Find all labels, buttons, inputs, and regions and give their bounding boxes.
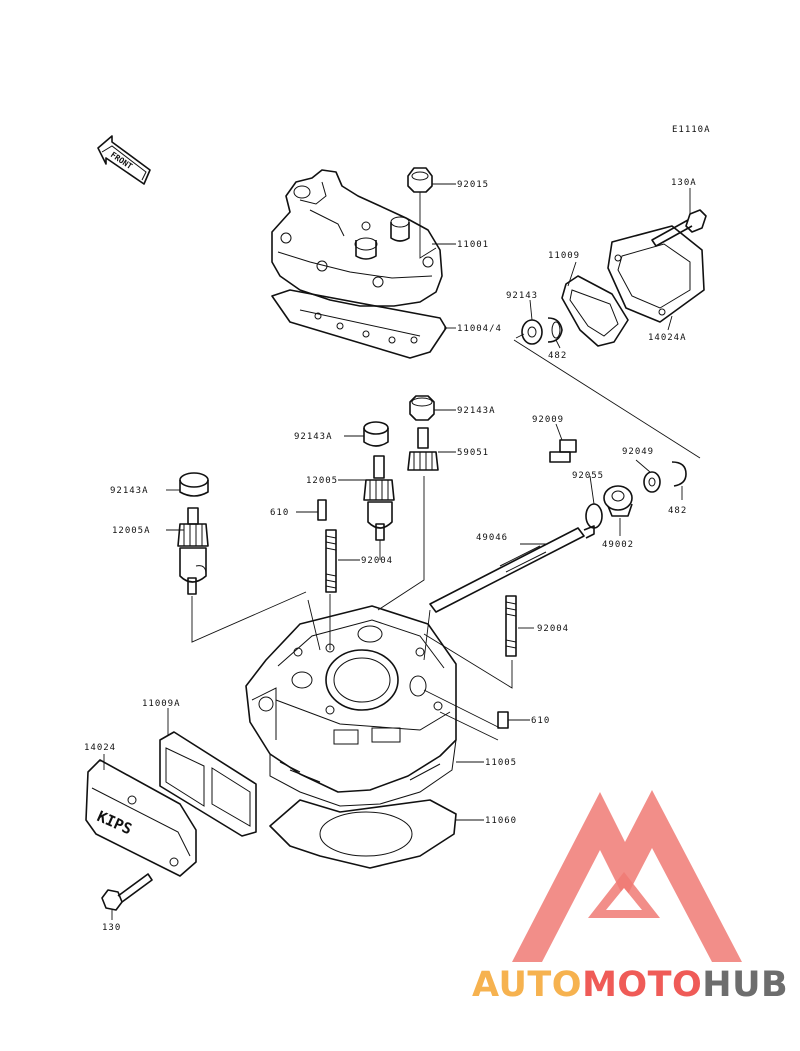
nut-92143A-part — [409, 395, 435, 421]
watermark-hub: HUB — [702, 965, 788, 1005]
valve-cover-part — [607, 225, 705, 323]
kips-cover-text: KIPS — [94, 807, 134, 838]
label-92143A-left: 92143A — [110, 486, 149, 496]
label-92055: 92055 — [572, 471, 604, 481]
fitting-part — [603, 485, 633, 517]
front-arrow-icon: FRONT — [97, 135, 151, 185]
watermark-auto: AUTO — [472, 965, 582, 1005]
label-11005: 11005 — [485, 758, 517, 768]
watermark-moto: MOTO — [582, 965, 702, 1005]
stud-right-part — [505, 595, 517, 657]
label-12005: 12005 — [306, 476, 338, 486]
kips-cover-part: KIPS — [85, 759, 197, 877]
stud-left-part — [325, 529, 337, 593]
label-11009: 11009 — [548, 251, 580, 261]
kips-gasket-part — [159, 731, 257, 837]
gear-part — [407, 427, 439, 471]
watermark-logo: AUTOMOTOHUB — [472, 790, 788, 1005]
label-482-right: 482 — [668, 506, 687, 516]
label-92049: 92049 — [622, 447, 654, 457]
cylinder-head-part — [271, 169, 443, 307]
leader-lines — [103, 183, 691, 920]
label-130A: 130A — [671, 178, 697, 188]
collar-92143A-part — [363, 421, 389, 447]
label-49002: 49002 — [602, 540, 634, 550]
collar-left-part — [179, 472, 209, 497]
label-14024: 14024 — [84, 743, 116, 753]
label-11060: 11060 — [485, 816, 517, 826]
label-130: 130 — [102, 923, 121, 933]
label-11004: 11004/4 — [457, 324, 502, 334]
dowel-pin-bottom-part — [497, 711, 509, 729]
label-92004-right: 92004 — [537, 624, 569, 634]
cover-gasket-part — [561, 275, 629, 347]
screw-part — [549, 439, 577, 463]
label-14024A: 14024A — [648, 333, 687, 343]
diagram-code: E1110A — [672, 125, 711, 135]
head-gasket-part — [271, 289, 447, 359]
nut-part — [407, 167, 433, 193]
part-labels: 92015 11001 11004/4 130A 11009 14024A 92… — [84, 178, 697, 933]
label-12005A: 12005A — [112, 526, 151, 536]
bolt-130-part — [101, 873, 153, 911]
label-610-bottom: 610 — [531, 716, 550, 726]
label-11009A: 11009A — [142, 699, 181, 709]
label-92143-top: 92143 — [506, 291, 538, 301]
label-482-top: 482 — [548, 351, 567, 361]
pump-shaft-part — [363, 455, 395, 541]
bolt-part — [651, 209, 707, 247]
cylinder-part — [245, 605, 457, 807]
label-610-top: 610 — [270, 508, 289, 518]
label-59051: 59051 — [457, 448, 489, 458]
o-ring-part — [585, 503, 603, 529]
shaft-part — [429, 525, 595, 613]
label-49046: 49046 — [476, 533, 508, 543]
label-92015: 92015 — [457, 180, 489, 190]
label-92009: 92009 — [532, 415, 564, 425]
label-92004-left: 92004 — [361, 556, 393, 566]
dowel-pin-part — [317, 499, 327, 521]
seal-part — [643, 471, 661, 493]
label-92143A-mid: 92143A — [294, 432, 333, 442]
pump-shaft-left-part — [177, 507, 209, 595]
base-gasket-part — [269, 799, 457, 869]
clip-part — [671, 461, 687, 487]
label-92143A-right: 92143A — [457, 406, 496, 416]
label-11001: 11001 — [457, 240, 489, 250]
watermark-text: AUTOMOTOHUB — [472, 965, 788, 1005]
